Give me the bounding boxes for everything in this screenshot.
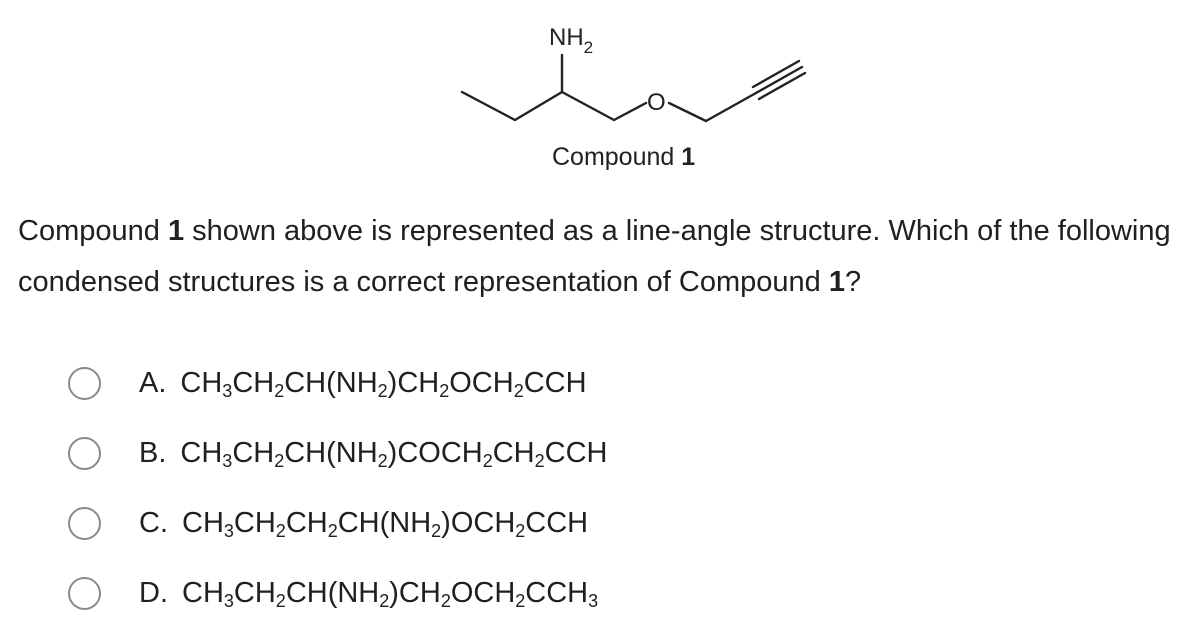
- option-d[interactable]: D.CH3CH2CH(NH2)CH2OCH2CCH3: [68, 558, 868, 628]
- bond: [560, 90, 616, 122]
- option-label: C.CH3CH2CH2CH(NH2)OCH2CCH: [139, 506, 589, 541]
- compound-number: 1: [828, 266, 845, 298]
- compound-1-structure: NH2 O Compound 1: [460, 24, 807, 171]
- radio-button[interactable]: [68, 366, 101, 400]
- radio-button[interactable]: [68, 436, 101, 470]
- radio-button[interactable]: [68, 576, 101, 610]
- structure-caption: Compound 1: [552, 143, 695, 171]
- nh2-label: NH2: [549, 24, 593, 57]
- bond: [612, 101, 648, 122]
- bond: [667, 101, 708, 123]
- answer-options: A.CH3CH2CH(NH2)CH2OCH2CCH B.CH3CH2CH(NH2…: [68, 348, 868, 628]
- bond: [460, 90, 517, 122]
- triple-bond: [754, 65, 804, 95]
- bond: [513, 90, 564, 122]
- option-b[interactable]: B.CH3CH2CH(NH2)COCH2CH2CCH: [68, 418, 868, 488]
- option-formula: CH3CH2CH(NH2)CH2OCH2CCH3: [182, 576, 599, 611]
- option-a[interactable]: A.CH3CH2CH(NH2)CH2OCH2CCH: [68, 348, 868, 418]
- compound-number: 1: [167, 215, 185, 247]
- triple-bond: [751, 59, 801, 89]
- question-text: Compound 1 shown above is represented as…: [18, 215, 1171, 298]
- bond: [704, 91, 758, 123]
- option-label: D.CH3CH2CH(NH2)CH2OCH2CCH3: [139, 576, 599, 611]
- option-c[interactable]: C.CH3CH2CH2CH(NH2)OCH2CCH: [68, 488, 868, 558]
- triple-bond: [757, 71, 807, 101]
- oxygen-label: O: [647, 89, 666, 116]
- option-formula: CH3CH2CH(NH2)CH2OCH2CCH: [180, 366, 587, 401]
- option-formula: CH3CH2CH2CH(NH2)OCH2CCH: [182, 506, 589, 541]
- option-label: B.CH3CH2CH(NH2)COCH2CH2CCH: [139, 436, 608, 471]
- option-formula: CH3CH2CH(NH2)COCH2CH2CCH: [180, 436, 608, 471]
- option-label: A.CH3CH2CH(NH2)CH2OCH2CCH: [139, 366, 587, 401]
- radio-button[interactable]: [68, 506, 101, 540]
